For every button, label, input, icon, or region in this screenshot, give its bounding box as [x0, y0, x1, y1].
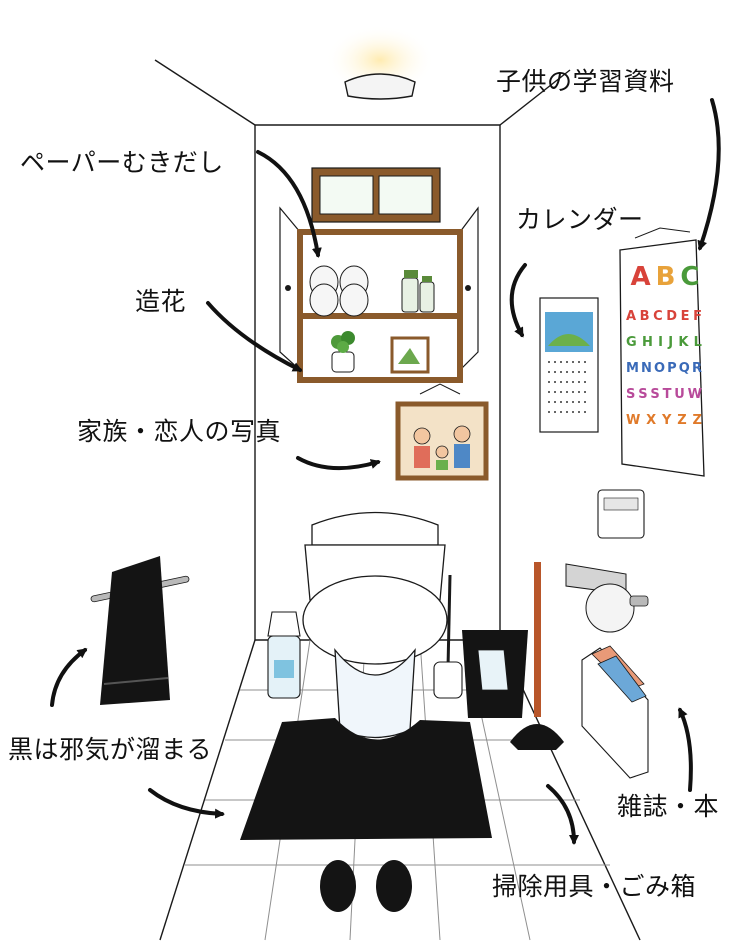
ceiling-light — [325, 25, 435, 100]
poster-letter: L — [693, 335, 702, 350]
magazine-rack — [581, 645, 649, 779]
annotation-arrows — [50, 98, 721, 845]
poster-letter: F — [693, 309, 702, 324]
trash-can — [462, 630, 528, 718]
family-photo — [395, 383, 489, 481]
label-cleaning-tools: 掃除用具・ごみ箱 — [492, 872, 697, 901]
label-calendar: カレンダー — [516, 205, 644, 234]
poster-letter: I — [658, 335, 663, 350]
poster-row: G H I J K L — [626, 330, 702, 356]
poster-letter: Q — [678, 361, 690, 376]
wall-cabinet — [279, 206, 479, 383]
arrow-calendar — [509, 263, 527, 338]
poster-letter: W — [687, 387, 702, 402]
label-magazines-books: 雑誌・本 — [617, 792, 720, 821]
poster-letter: X — [646, 413, 657, 428]
cabinet-bottles — [401, 270, 435, 313]
arrow-paper — [256, 150, 322, 258]
label-study-materials: 子供の学習資料 — [496, 67, 675, 96]
poster-row: A B C D E F — [626, 304, 702, 330]
poster-letter: U — [674, 387, 685, 402]
poster-row: M N O P Q R — [626, 356, 702, 382]
poster-letter: K — [678, 335, 689, 350]
poster-letter: C — [680, 262, 700, 292]
toilet — [302, 511, 448, 739]
paper-holder — [565, 563, 649, 633]
arrow-flower — [206, 301, 303, 372]
poster-letter: H — [641, 335, 653, 350]
wall-remote-panel — [597, 489, 645, 539]
arrow-photo — [296, 456, 381, 471]
alphabet-poster — [619, 227, 705, 477]
artificial-flower — [331, 331, 355, 373]
poster-row: W X Y Z Z — [626, 408, 702, 434]
poster-letter: P — [667, 361, 677, 376]
poster-letter: A — [626, 309, 637, 324]
poster-letter: Z — [692, 413, 702, 428]
poster-letter: S — [626, 387, 636, 402]
arrow-study — [697, 98, 721, 251]
poster-letter-grid: A B C D E F G H I J K L M N O P Q R S S … — [626, 304, 702, 434]
poster-letter: J — [668, 335, 674, 350]
label-artificial-flower: 造花 — [135, 287, 187, 316]
poster-letter: A — [630, 262, 651, 292]
window — [311, 167, 441, 223]
arrow-magazine — [678, 707, 693, 792]
poster-letter: B — [639, 309, 650, 324]
poster-row: S S S T U W — [626, 382, 702, 408]
arrow-black-towel — [50, 648, 88, 707]
towel-bar — [90, 556, 190, 705]
poster-letter: C — [653, 309, 663, 324]
toilet-paper-rolls — [309, 265, 369, 317]
poster-letter: N — [641, 361, 652, 376]
arrow-black-mat — [148, 788, 225, 819]
poster-letter: S — [650, 387, 660, 402]
poster-letter: W — [626, 413, 641, 428]
spray-bottle — [267, 611, 301, 699]
small-frame — [390, 336, 430, 374]
poster-big-letters: A B C — [628, 262, 702, 292]
poster-letter: Y — [662, 413, 672, 428]
poster-letter: M — [626, 361, 639, 376]
poster-letter: B — [655, 262, 676, 292]
label-black-warning: 黒は邪気が溜まる — [8, 735, 213, 764]
label-family-photo: 家族・恋人の写真 — [77, 417, 282, 446]
poster-letter: D — [666, 309, 678, 324]
plunger — [510, 562, 564, 750]
poster-letter: G — [626, 335, 637, 350]
poster-letter: E — [680, 309, 690, 324]
poster-letter: S — [638, 387, 648, 402]
label-paper-exposed: ペーパーむきだし — [20, 148, 224, 177]
calendar — [539, 297, 599, 433]
poster-letter: T — [662, 387, 672, 402]
poster-letter: Z — [677, 413, 687, 428]
slippers — [320, 860, 412, 912]
black-toilet-mat — [240, 718, 492, 840]
arrow-cleaning — [546, 784, 579, 845]
poster-letter: R — [691, 361, 702, 376]
toilet-brush — [433, 574, 463, 699]
poster-letter: O — [654, 361, 666, 376]
